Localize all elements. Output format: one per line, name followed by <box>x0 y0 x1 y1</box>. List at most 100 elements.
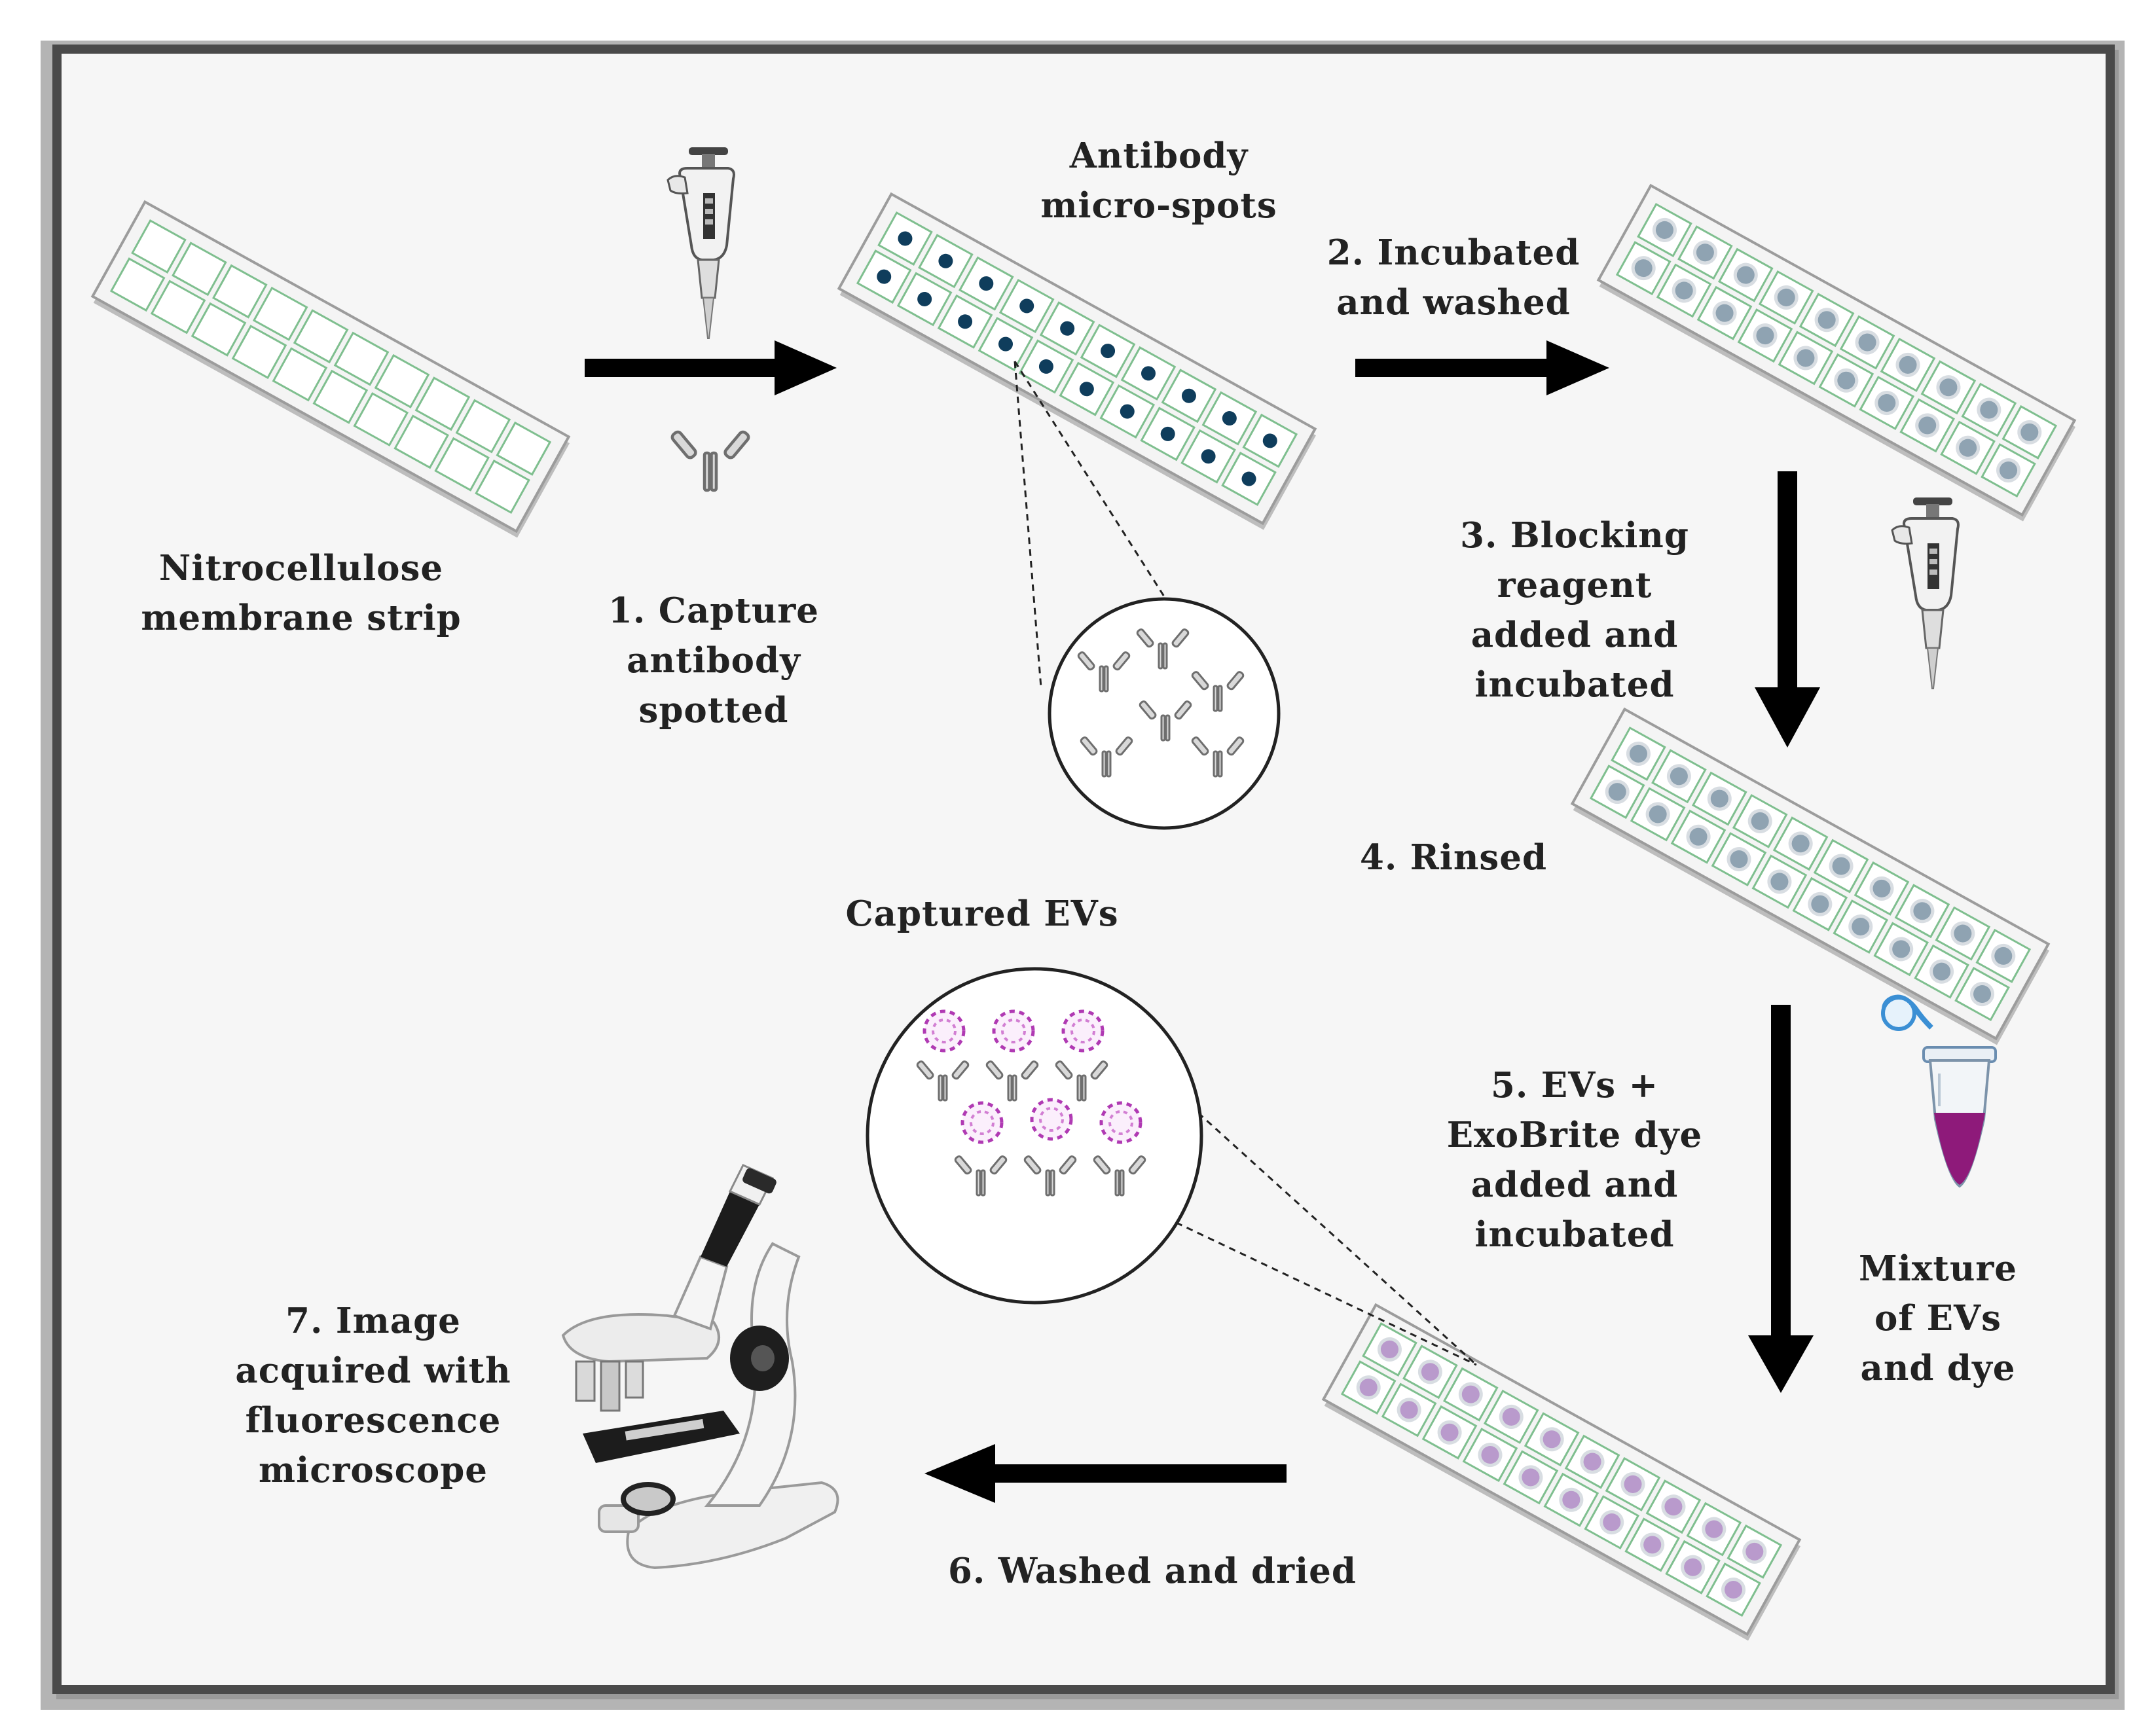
well-spot <box>1019 298 1034 314</box>
arrow-step2 <box>1355 340 1609 395</box>
label-step1: 1. Capture antibody spotted <box>608 590 820 731</box>
well-spot <box>1808 892 1833 916</box>
pipette-icon <box>667 146 735 340</box>
label-step5: 5. EVs + ExoBrite dye added and incubate… <box>1446 1065 1703 1255</box>
well-spot <box>1499 1404 1524 1429</box>
antibody-zoom-circle <box>1048 597 1281 830</box>
well <box>434 437 490 492</box>
well-spot <box>1753 323 1778 348</box>
ev-vesicle <box>924 1011 964 1051</box>
well-spot <box>1977 397 2001 422</box>
well-spot <box>1377 1337 1402 1362</box>
ev-vesicle <box>1101 1103 1141 1142</box>
well-spot <box>1458 1382 1483 1407</box>
well <box>496 421 552 476</box>
well-spot <box>1721 1578 1746 1602</box>
well-spot <box>1681 1555 1706 1580</box>
well-spot <box>1060 321 1075 336</box>
label-antibody-micro-spots: Antibody micro-spots <box>1040 135 1277 226</box>
well-spot <box>938 253 953 268</box>
pipette-icon <box>1891 496 1960 690</box>
well <box>231 325 287 380</box>
well-spot <box>1895 352 1920 377</box>
well-spot <box>1874 391 1899 416</box>
well <box>333 331 390 386</box>
well-spot <box>1996 458 2021 483</box>
well-spot <box>1417 1360 1442 1384</box>
well-spot <box>1956 435 1981 460</box>
well-spot <box>1478 1443 1503 1468</box>
well-spot <box>1666 764 1691 789</box>
well-spot <box>1631 256 1656 281</box>
well-spot <box>1079 382 1094 397</box>
arrow-step6 <box>924 1444 1287 1503</box>
arrow-step3 <box>1755 471 1820 748</box>
well-spot <box>1915 413 1940 438</box>
well-spot <box>1518 1465 1543 1490</box>
well-spot <box>1848 914 1873 939</box>
well <box>150 280 206 334</box>
well <box>211 264 268 319</box>
well-spot <box>2017 420 2042 444</box>
zoom-lines-evs <box>1165 1111 1478 1366</box>
well-spot <box>1160 426 1175 441</box>
well-spot <box>958 314 973 329</box>
well <box>414 376 471 431</box>
well-spot <box>1605 780 1630 804</box>
well-spot <box>1855 330 1880 355</box>
well-spot <box>1834 368 1859 393</box>
well-spot <box>917 291 932 306</box>
ev-vesicle <box>1032 1100 1071 1139</box>
well <box>312 369 369 424</box>
microscope-icon <box>561 1164 839 1570</box>
captured-evs-circle <box>866 967 1203 1305</box>
well-spot <box>1262 433 1277 448</box>
zoom-lines-antibody <box>1014 361 1173 688</box>
well-spot <box>1640 1532 1665 1557</box>
well-spot <box>1793 346 1818 370</box>
well-spot <box>1788 831 1813 856</box>
well-spot <box>1747 808 1772 833</box>
well-spot <box>1201 449 1216 464</box>
well-spot <box>1620 1472 1645 1496</box>
well-spot <box>1645 802 1670 827</box>
arrow-step1 <box>585 340 837 395</box>
label-nitrocellulose-strip: Nitrocellulose membrane strip <box>141 548 462 638</box>
well-spot <box>1991 943 2016 968</box>
label-step3: 3. Blocking reagent added and incubated <box>1460 515 1689 705</box>
label-step4: 4. Rinsed <box>1359 837 1548 878</box>
label-captured-evs: Captured EVs <box>845 894 1119 934</box>
well-spot <box>1661 1494 1686 1519</box>
well-spot <box>1222 411 1237 426</box>
label-step6: 6. Washed and dried <box>948 1551 1357 1591</box>
arrow-step5 <box>1748 1005 1814 1393</box>
membrane-strips <box>90 183 2077 1641</box>
well-spot <box>1241 471 1256 486</box>
well-spot <box>998 336 1013 352</box>
well <box>272 347 328 402</box>
strip-blank <box>90 200 571 538</box>
well-spot <box>1950 921 1975 946</box>
well-spot <box>1869 876 1894 901</box>
well-spot <box>1141 366 1156 381</box>
well-spot <box>1559 1487 1584 1512</box>
well <box>109 257 166 312</box>
label-step2: 2. Incubated and washed <box>1326 232 1580 323</box>
well <box>393 414 450 469</box>
well-spot <box>1101 344 1116 359</box>
well <box>353 392 409 447</box>
label-step7: 7. Image acquired with fluorescence micr… <box>235 1301 511 1490</box>
well-spot <box>1742 1539 1767 1564</box>
strip-evs <box>1321 1303 1802 1641</box>
strip-antibody <box>837 192 1317 530</box>
well-spot <box>1356 1375 1381 1400</box>
well-spot <box>1181 388 1196 403</box>
well-spot <box>1727 847 1751 872</box>
well-spot <box>1539 1427 1564 1452</box>
well <box>455 399 511 454</box>
well-spot <box>1397 1398 1421 1422</box>
well-spot <box>877 269 892 284</box>
well <box>475 460 530 515</box>
well-spot <box>979 276 994 291</box>
